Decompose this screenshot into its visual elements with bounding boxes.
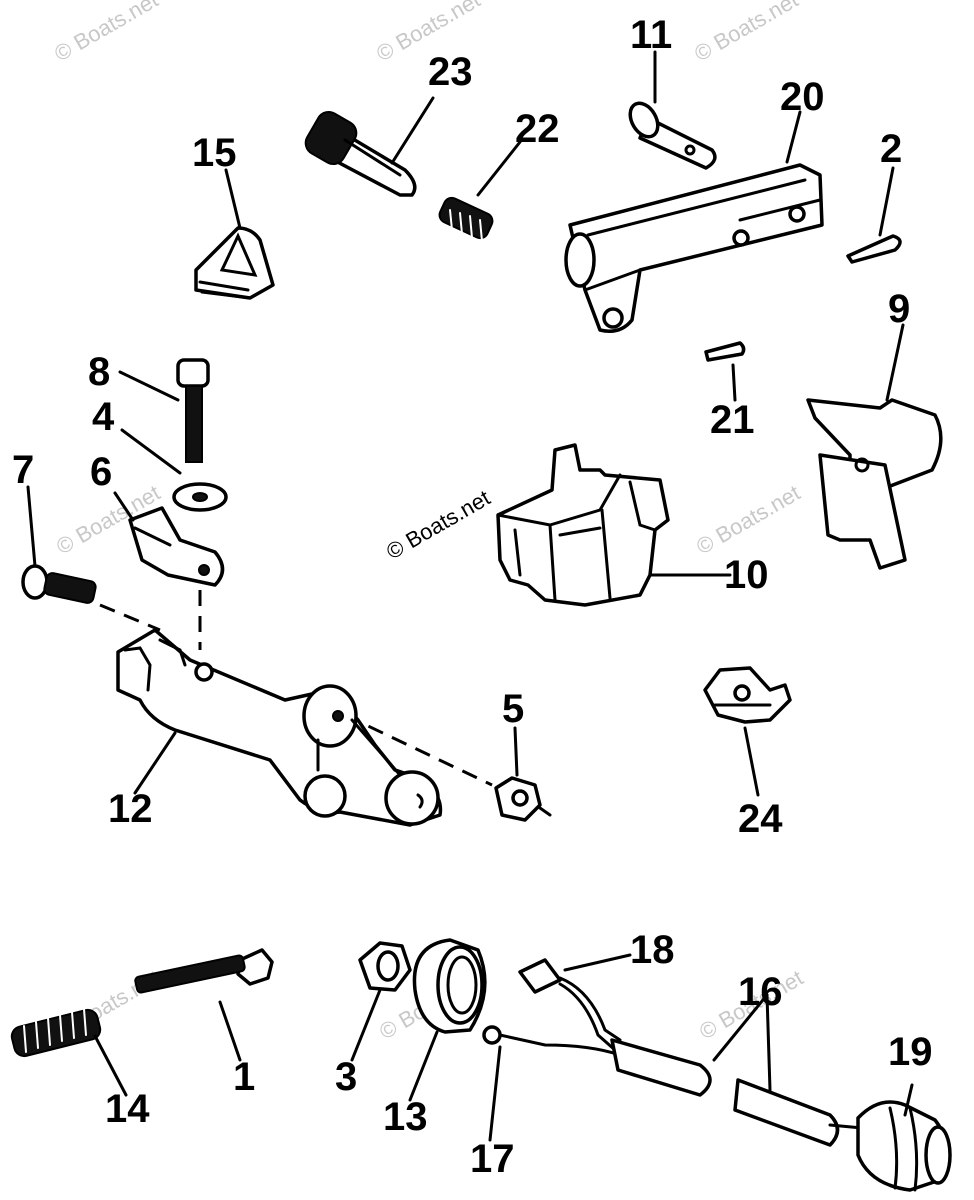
watermark: © Boats.net bbox=[50, 0, 162, 66]
assembly-lines bbox=[99, 590, 493, 787]
callout-12: 12 bbox=[108, 787, 153, 831]
part-11-clevis-pin bbox=[628, 101, 717, 170]
callout-8: 8 bbox=[88, 350, 110, 394]
callout-9: 9 bbox=[888, 287, 910, 331]
part-19-grommet bbox=[856, 1100, 952, 1192]
callout-23: 23 bbox=[428, 50, 473, 94]
part-5-nut bbox=[494, 776, 552, 822]
callout-3: 3 bbox=[335, 1055, 357, 1099]
part-15-nylon-block bbox=[194, 226, 275, 300]
part-9-spring-clip bbox=[806, 398, 943, 570]
callout-18: 18 bbox=[630, 928, 675, 972]
part-8-screw bbox=[176, 358, 210, 463]
callout-14: 14 bbox=[105, 1087, 150, 1131]
part-20-throttle-arm bbox=[564, 163, 824, 333]
part-10-housing bbox=[496, 443, 670, 607]
leader-lines bbox=[26, 50, 914, 1142]
watermark: © Boats.net bbox=[692, 480, 804, 559]
part-22-spring bbox=[438, 196, 494, 242]
part-24-clip bbox=[703, 666, 792, 724]
part-23-thumb-screw bbox=[304, 110, 417, 197]
callout-16: 16 bbox=[738, 970, 783, 1014]
callout-11: 11 bbox=[630, 13, 672, 57]
part-7-screw bbox=[21, 564, 97, 604]
part-21-pin bbox=[704, 341, 746, 362]
callout-10: 10 bbox=[724, 553, 769, 597]
callout-15: 15 bbox=[192, 131, 237, 175]
watermark: © Boats.net bbox=[690, 0, 802, 66]
watermark-center: © Boats.net bbox=[382, 485, 494, 564]
part-2-cotter-pin bbox=[846, 234, 902, 264]
part-16-wiring-harness bbox=[482, 958, 864, 1147]
callout-19: 19 bbox=[888, 1030, 933, 1074]
part-12-bracket bbox=[116, 628, 443, 827]
callout-5: 5 bbox=[502, 687, 524, 731]
callout-13: 13 bbox=[383, 1095, 428, 1139]
callout-24: 24 bbox=[738, 797, 783, 841]
part-4-washer bbox=[172, 482, 228, 512]
callout-7: 7 bbox=[12, 448, 34, 492]
callout-6: 6 bbox=[90, 450, 112, 494]
callout-21: 21 bbox=[710, 398, 755, 442]
part-6-terminal-plate bbox=[128, 506, 225, 587]
part-14-spring bbox=[10, 1008, 102, 1058]
callout-2: 2 bbox=[880, 127, 902, 171]
callouts: 23 22 11 20 2 15 8 4 6 7 9 21 10 5 12 24… bbox=[12, 13, 933, 1181]
part-13-bushing bbox=[412, 938, 487, 1034]
callout-20: 20 bbox=[780, 75, 825, 119]
callout-22: 22 bbox=[515, 107, 560, 151]
callout-1: 1 bbox=[233, 1055, 255, 1099]
callout-4: 4 bbox=[92, 395, 115, 439]
callout-17: 17 bbox=[470, 1137, 515, 1181]
part-3-nut bbox=[358, 941, 412, 992]
part-1-bolt bbox=[134, 948, 274, 994]
